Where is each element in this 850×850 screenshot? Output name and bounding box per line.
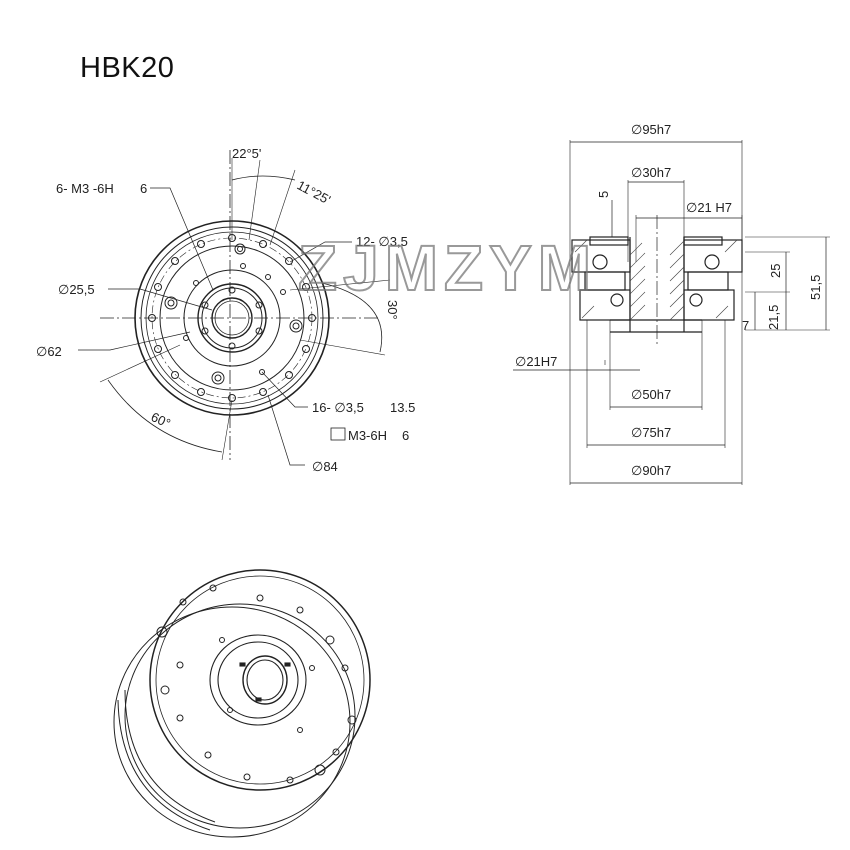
label-d21h7-top: ∅21 H7 xyxy=(686,200,732,215)
label-d30: ∅30h7 xyxy=(631,165,671,180)
isometric-holes xyxy=(156,584,357,784)
label-angle-60: 60° xyxy=(149,409,173,431)
label-d50: ∅50h7 xyxy=(631,387,671,402)
label-h7: 7 xyxy=(742,318,749,333)
label-tapped-holes: 6- M3 -6H xyxy=(56,181,114,196)
isometric-view xyxy=(113,569,371,838)
front-face xyxy=(149,569,371,791)
label-holes-16: 16- ∅3,5 xyxy=(312,400,364,415)
side-section-view: ∅95h7 ∅30h7 ∅21 H7 5 25 51,5 21,5 7 ∅21H… xyxy=(513,122,830,485)
label-d90: ∅90h7 xyxy=(631,463,671,478)
label-dia-84: ∅84 xyxy=(312,459,338,474)
label-dia-62: ∅62 xyxy=(36,344,62,359)
label-h215: 21,5 xyxy=(766,305,781,330)
label-holes-16-depth: 13.5 xyxy=(390,400,415,415)
front-view: 6- M3 -6H 6 22°5' 11°25' 12- ∅3,5 30° ∅2… xyxy=(36,146,415,474)
label-h25: 25 xyxy=(768,264,783,278)
label-d75: ∅75h7 xyxy=(631,425,671,440)
label-angle-b: 11°25' xyxy=(295,177,334,207)
label-d95: ∅95h7 xyxy=(631,122,671,137)
label-tapped-depth: 6 xyxy=(140,181,147,196)
bolt-circle xyxy=(151,237,313,399)
label-holes-16-thread-depth: 6 xyxy=(402,428,409,443)
label-dia-255: ∅25,5 xyxy=(58,282,95,297)
label-d21h7-left: ∅21H7 xyxy=(515,354,557,369)
drawing-title: HBK20 xyxy=(80,52,175,84)
watermark: ZJMZYM xyxy=(298,232,597,304)
label-angle-a: 22°5' xyxy=(232,146,261,161)
label-holes-12: 12- ∅3,5 xyxy=(356,234,408,249)
bolt-holes xyxy=(148,234,316,402)
label-h5: 5 xyxy=(596,191,611,198)
label-h515: 51,5 xyxy=(808,275,823,300)
label-angle-30: 30° xyxy=(385,300,400,320)
label-holes-16-thread: M3-6H xyxy=(348,428,387,443)
